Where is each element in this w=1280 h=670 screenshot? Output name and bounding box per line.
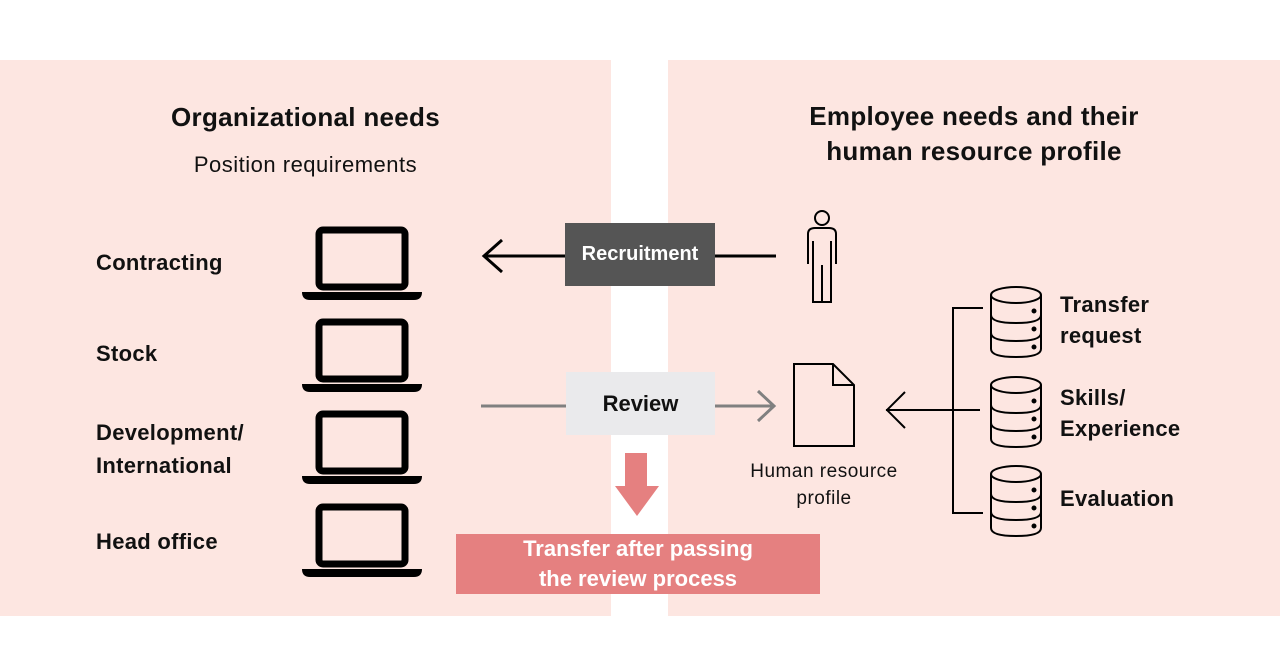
down-arrow-icon — [615, 453, 659, 516]
review-label: Review — [602, 390, 679, 416]
laptop-icon — [302, 226, 422, 300]
database-icon — [990, 286, 1042, 359]
review-box: Review — [566, 372, 715, 435]
source-label-line1: Skills/ — [1060, 385, 1126, 410]
sources-arrow — [885, 391, 980, 429]
department-contracting: Contracting — [96, 246, 223, 279]
source-label-line1: Evaluation — [1060, 486, 1175, 511]
department-head-office: Head office — [96, 525, 218, 558]
employee-needs-panel — [668, 60, 1280, 616]
transfer-box: Transfer after passing the review proces… — [456, 534, 820, 594]
laptop-icon — [302, 318, 422, 392]
source-evaluation: Evaluation — [1060, 483, 1174, 514]
source-label-line2: Experience — [1060, 416, 1181, 441]
left-panel-subtitle: Position requirements — [193, 152, 418, 177]
organizational-needs-panel — [0, 60, 611, 616]
review-arrow — [481, 389, 777, 423]
sources-bracket — [952, 307, 983, 514]
database-icon — [990, 465, 1042, 538]
department-label: Head office — [96, 529, 218, 554]
transfer-label-line1: Transfer after passing — [523, 536, 753, 561]
department-label: Contracting — [96, 250, 223, 275]
right-panel-title-line2: human resource profile — [826, 136, 1122, 166]
department-stock: Stock — [96, 337, 157, 370]
recruitment-arrow — [481, 238, 776, 274]
profile-label-line2: profile — [796, 488, 852, 509]
laptop-icon — [302, 503, 422, 577]
profile-label-line1: Human resource — [750, 461, 898, 482]
profile-label: Human resource profile — [734, 458, 914, 512]
source-label-line1: Transfer — [1060, 292, 1150, 317]
source-transfer-request: Transfer request — [1060, 289, 1149, 351]
database-icon — [990, 376, 1042, 449]
department-label-line1: Development/ — [96, 420, 244, 445]
left-panel-title: Organizational needs — [171, 102, 440, 132]
department-label: Stock — [96, 341, 158, 366]
recruitment-label: Recruitment — [581, 243, 699, 265]
laptop-icon — [302, 410, 422, 484]
source-skills-experience: Skills/ Experience — [1060, 382, 1180, 444]
person-icon — [807, 210, 837, 303]
transfer-label-line2: the review process — [538, 566, 738, 591]
right-panel-title: Employee needs and their human resource … — [668, 99, 1280, 169]
source-label-line2: request — [1060, 323, 1142, 348]
department-label-line2: International — [96, 453, 232, 478]
recruitment-box: Recruitment — [565, 223, 715, 286]
right-panel-title-line1: Employee needs and their — [809, 101, 1139, 131]
department-development-international: Development/ International — [96, 416, 244, 482]
document-icon — [793, 363, 855, 447]
